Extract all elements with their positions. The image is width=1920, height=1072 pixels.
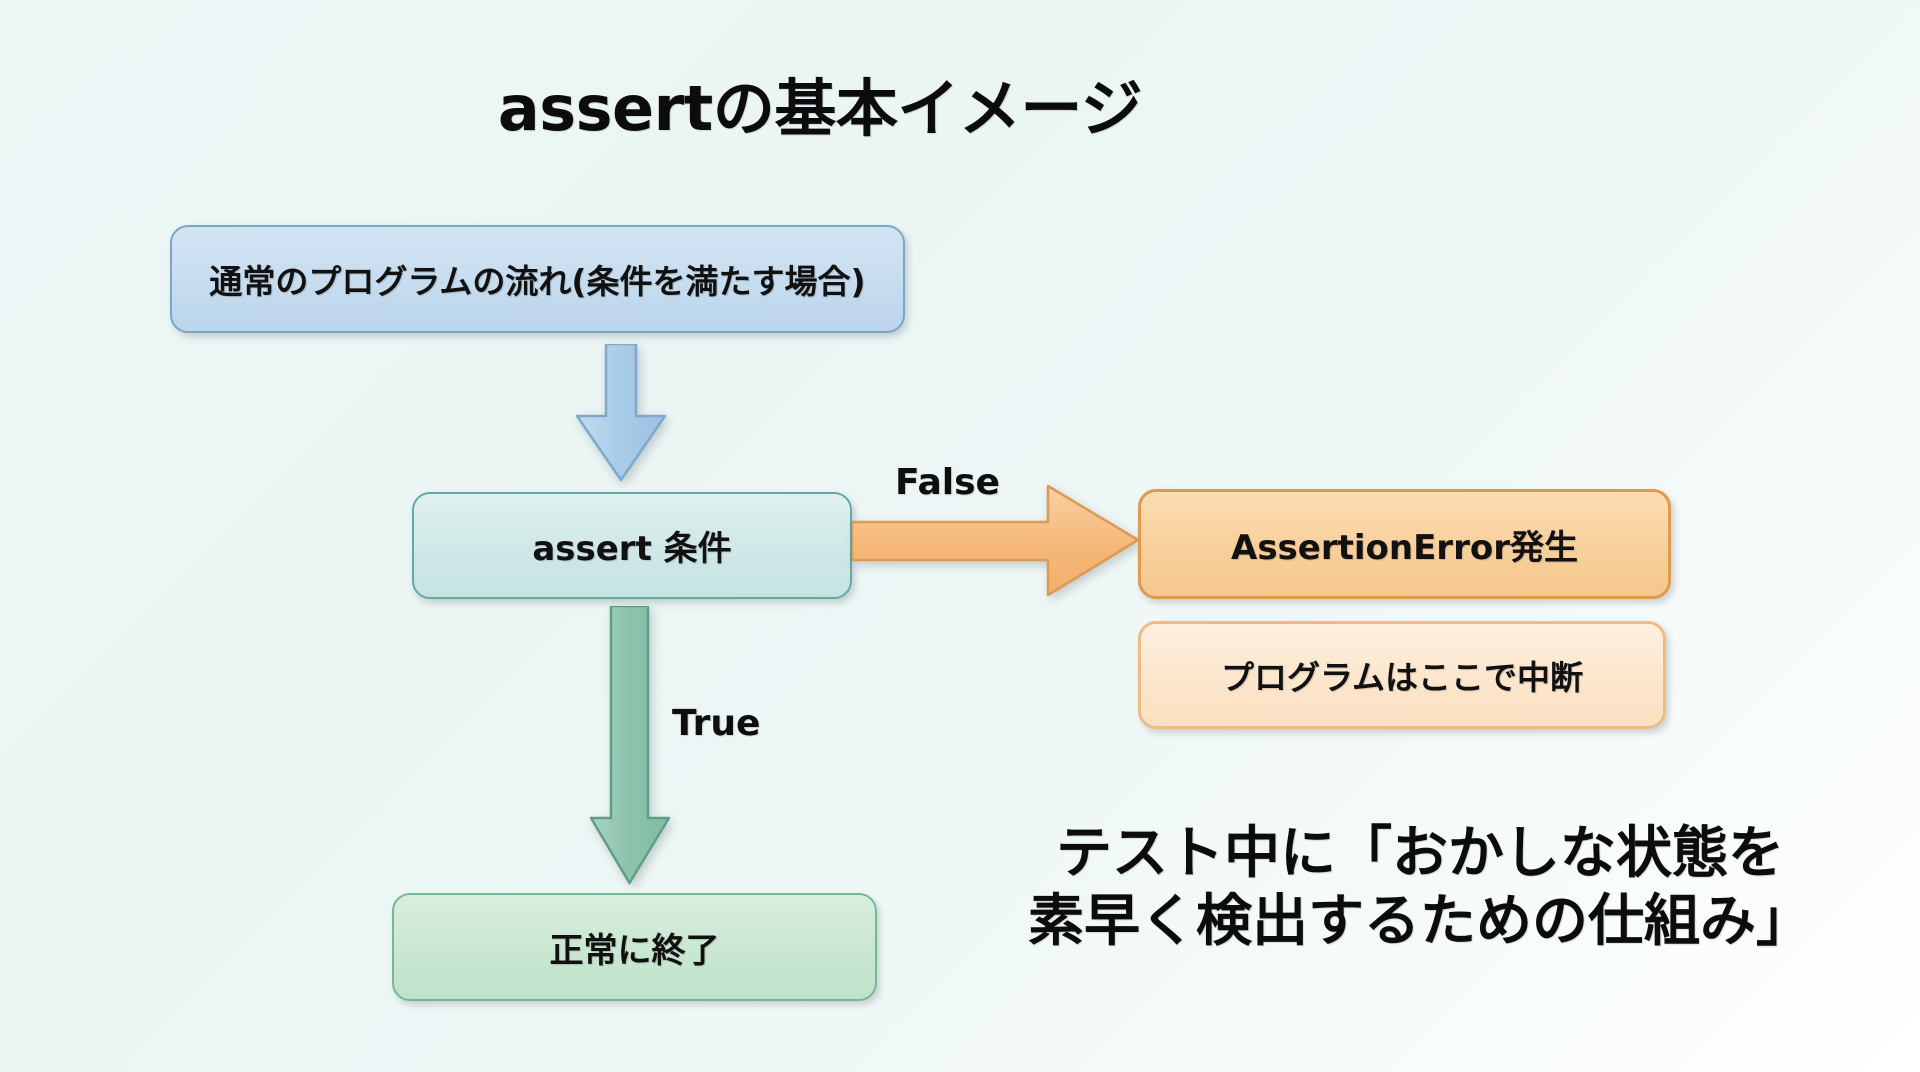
flow-node-decision-label: assert 条件 [532, 529, 732, 569]
edge-label-true: True [672, 703, 761, 744]
arrow-decision-to-end [588, 606, 672, 887]
flow-node-assertion-error-label: AssertionError発生 [1231, 527, 1578, 568]
summary-caption: テスト中に「おかしな状態を 素早く検出するための仕組み」 [960, 820, 1880, 957]
summary-caption-line-1: テスト中に「おかしな状態を [1056, 821, 1784, 886]
flow-node-assertion-error: AssertionError発生 [1138, 489, 1671, 599]
flow-node-end: 正常に終了 [392, 893, 877, 1001]
flow-node-program-halt: プログラムはここで中断 [1138, 621, 1666, 729]
edge-label-false: False [895, 462, 1000, 503]
summary-caption-line-2: 素早く検出するための仕組み」 [1028, 889, 1812, 955]
page-title-text: assertの基本イメージ [497, 72, 1143, 145]
page-title: assertの基本イメージ [0, 58, 1920, 148]
arrow-start-to-decision [573, 344, 669, 484]
flow-node-start-label: 通常のプログラムの流れ(条件を満たす場合) [209, 262, 866, 301]
flow-node-start: 通常のプログラムの流れ(条件を満たす場合) [170, 225, 905, 333]
flow-node-decision: assert 条件 [412, 492, 852, 599]
arrow-decision-to-error [852, 478, 1142, 603]
flow-node-program-halt-label: プログラムはここで中断 [1220, 658, 1583, 697]
flow-node-end-label: 正常に終了 [549, 930, 720, 971]
